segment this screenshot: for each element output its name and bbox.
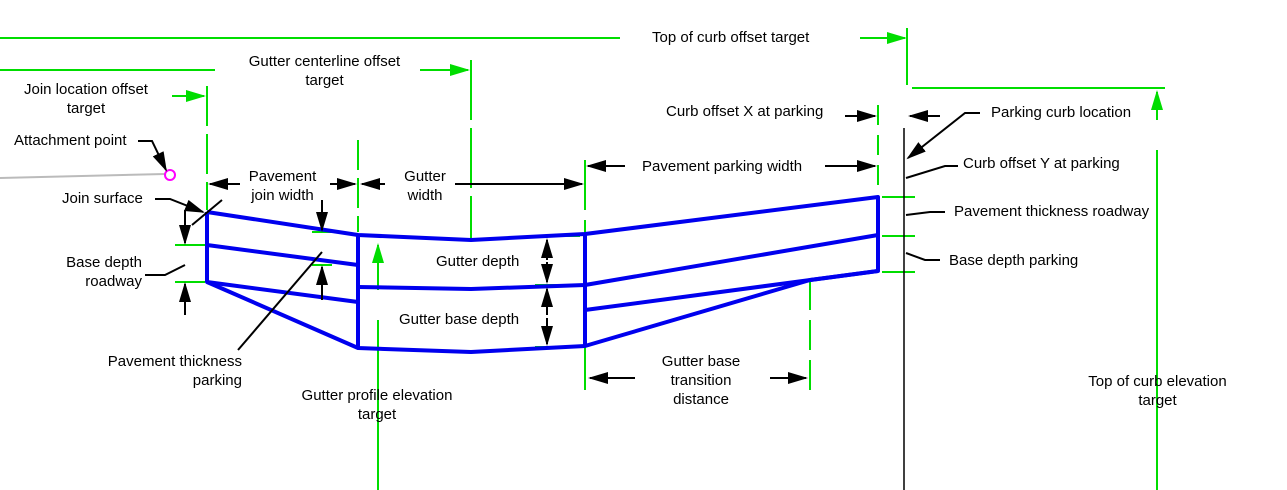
label-line: join width [251, 187, 314, 204]
label-pavement-thickness-parking: Pavement thickness parking [80, 352, 242, 390]
label-pavement-parking-width: Pavement parking width [642, 158, 803, 175]
label-gutter-depth: Gutter depth [436, 253, 520, 270]
dimension-leaders [138, 110, 980, 490]
label-line: Gutter base [661, 353, 741, 370]
label-line: parking [192, 372, 242, 389]
label-parking-curb-location: Parking curb location [991, 104, 1132, 121]
label-line: Gutter [404, 168, 446, 185]
label-line: Pavement [248, 168, 317, 185]
label-gutter-width: Gutter width [390, 167, 460, 205]
label-line: transition [670, 372, 732, 389]
label-line: Base depth [66, 254, 142, 271]
label-curb-offset-x-at-parking: Curb offset X at parking [666, 103, 824, 120]
label-gutter-centerline-offset-target: Gutter centerline offset target [232, 52, 417, 90]
label-top-of-curb-elevation-target: Top of curb elevation target [1070, 372, 1245, 410]
label-join-location-offset-target: Join location offset target [12, 80, 160, 118]
label-base-depth-parking: Base depth parking [949, 252, 1079, 269]
green-guides [0, 28, 1165, 490]
label-line: width [407, 187, 443, 204]
label-join-surface: Join surface [62, 190, 143, 207]
label-line: target [66, 100, 106, 117]
label-gutter-profile-elevation-target: Gutter profile elevation target [287, 386, 467, 424]
label-line: roadway [85, 273, 142, 290]
subassembly-profile [205, 195, 880, 354]
label-line: target [357, 406, 397, 423]
label-pavement-thickness-roadway: Pavement thickness roadway [954, 203, 1150, 220]
label-base-depth-roadway: Base depth roadway [40, 253, 142, 291]
label-line: target [1138, 392, 1177, 409]
attachment-point-icon [164, 169, 176, 181]
label-line: Pavement thickness [107, 353, 242, 370]
label-attachment-point: Attachment point [14, 132, 127, 149]
label-line: Join location offset [24, 81, 148, 98]
label-gutter-base-depth: Gutter base depth [399, 311, 520, 328]
attachment-baseline [0, 169, 176, 181]
label-line: target [305, 72, 344, 89]
label-curb-offset-y-at-parking: Curb offset Y at parking [963, 155, 1120, 172]
label-line: distance [673, 391, 729, 408]
label-line: Gutter centerline offset [248, 53, 401, 70]
label-pavement-join-width: Pavement join width [240, 167, 325, 205]
label-line: Top of curb elevation [1088, 373, 1227, 390]
label-line: Gutter profile elevation [301, 387, 453, 404]
label-gutter-base-transition-distance: Gutter base transition distance [645, 352, 757, 409]
label-top-of-curb-offset-target: Top of curb offset target [652, 29, 810, 46]
